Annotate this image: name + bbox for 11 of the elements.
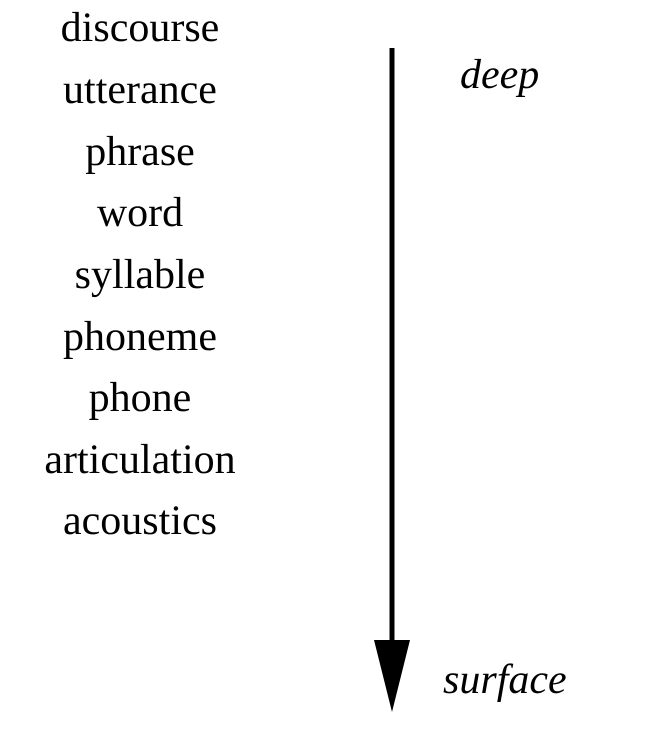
scale-end-label: surface (443, 656, 567, 705)
level-label: articulation (44, 436, 236, 485)
level-label: acoustics (63, 497, 217, 546)
scale-end-label: deep (460, 51, 540, 100)
level-label: word (96, 189, 184, 238)
level-label: phrase (85, 128, 195, 177)
level-label: phone (88, 374, 192, 423)
level-label: phoneme (63, 313, 217, 362)
level-label: discourse (60, 4, 220, 53)
level-label: syllable (74, 251, 206, 300)
level-label: utterance (63, 66, 217, 115)
